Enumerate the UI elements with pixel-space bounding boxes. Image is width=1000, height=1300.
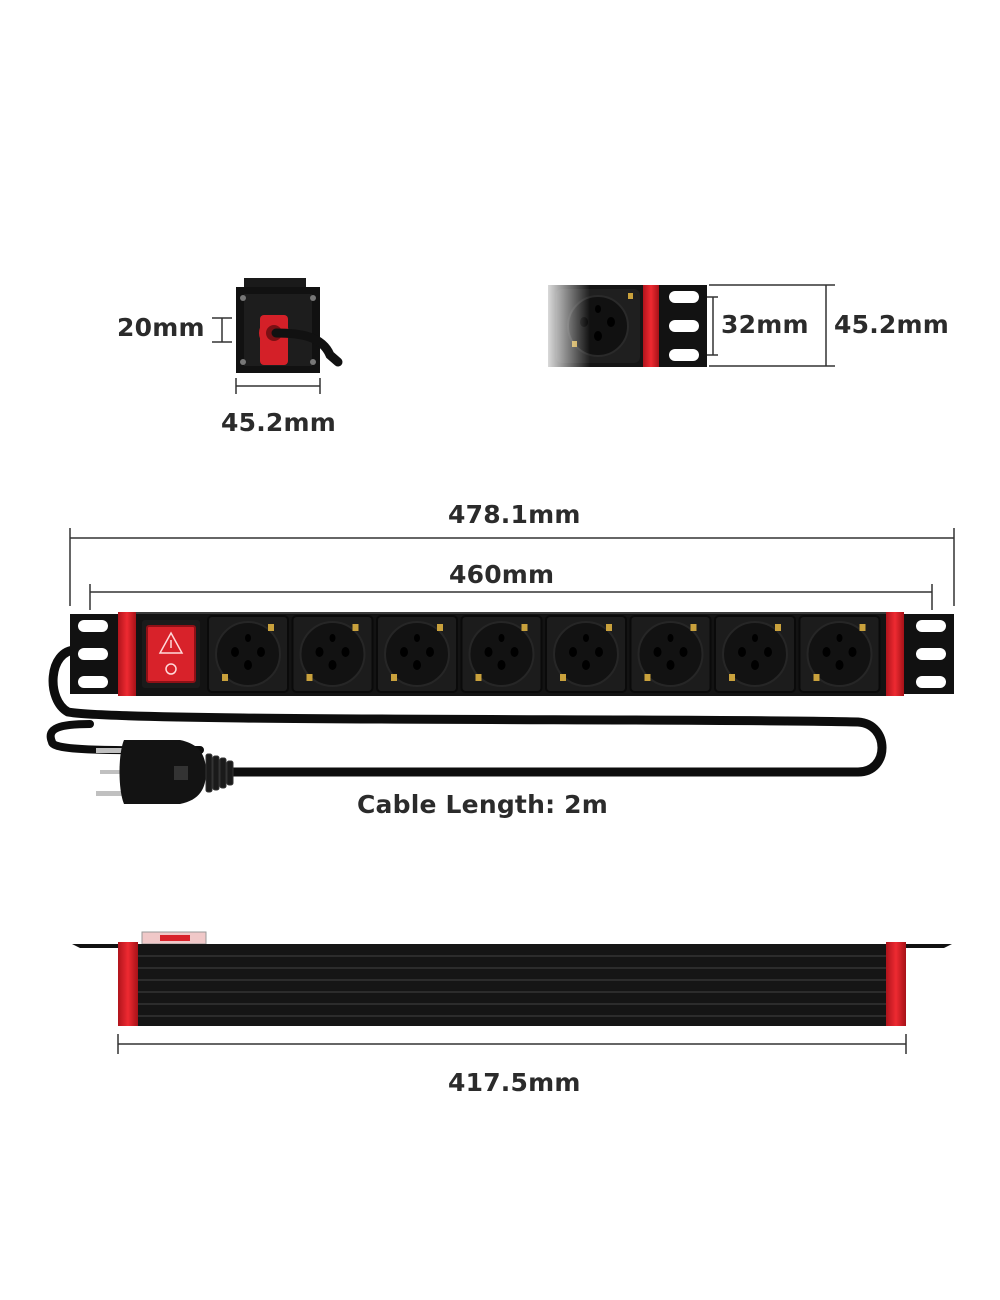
socket xyxy=(376,615,458,693)
socket xyxy=(291,615,374,693)
bracket-detail xyxy=(540,280,707,372)
socket xyxy=(545,615,627,693)
bracket-height-label: 45.2mm xyxy=(834,310,949,339)
cable-length-label: Cable Length: 2m xyxy=(357,790,609,819)
socket-length-label: 460mm xyxy=(449,560,555,589)
end-view xyxy=(236,278,343,373)
end-width-label: 45.2mm xyxy=(221,408,336,437)
socket xyxy=(798,615,881,693)
mount-spacing-label: 32mm xyxy=(721,310,809,339)
end-height-label: 20mm xyxy=(117,313,205,342)
side-dimension-lines xyxy=(117,1034,907,1054)
end-dimension-lines xyxy=(212,317,321,394)
power-switch xyxy=(142,620,200,688)
socket xyxy=(629,615,712,693)
socket-row xyxy=(207,615,881,693)
socket xyxy=(460,615,543,693)
bracket-dimension-lines xyxy=(707,284,835,367)
body-length-label: 417.5mm xyxy=(448,1068,581,1097)
socket xyxy=(207,615,289,693)
socket xyxy=(714,615,796,693)
front-dimension-lines xyxy=(69,528,955,610)
pdu-side-view xyxy=(72,931,952,1026)
total-length-label: 478.1mm xyxy=(448,500,581,529)
power-plug xyxy=(96,740,234,804)
